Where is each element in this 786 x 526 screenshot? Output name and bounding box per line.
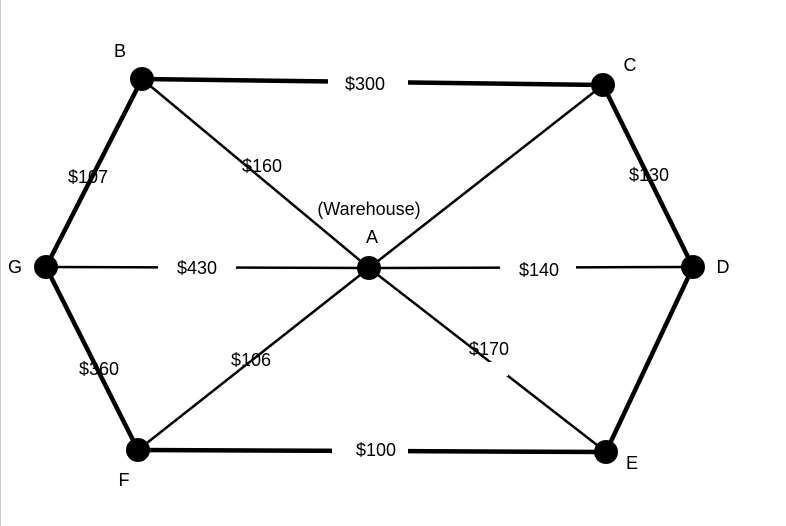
edge-cost-label: $160 bbox=[242, 156, 282, 176]
edge-label-gap bbox=[500, 256, 576, 278]
edges-layer bbox=[43, 74, 696, 462]
edge-f-a bbox=[137, 267, 370, 451]
node-label-e: E bbox=[626, 453, 638, 473]
node-label-d: D bbox=[717, 257, 730, 277]
edge-c-d bbox=[600, 84, 696, 268]
node-label-g: G bbox=[8, 257, 22, 277]
edge-cost-label: $100 bbox=[356, 440, 396, 460]
node-label-a: A bbox=[366, 227, 378, 247]
node-g bbox=[34, 255, 58, 279]
edge-cost-label: $170 bbox=[469, 339, 509, 359]
edge-a-e bbox=[368, 267, 607, 453]
node-label-f: F bbox=[119, 470, 130, 490]
node-b bbox=[130, 67, 154, 91]
node-a bbox=[357, 256, 381, 280]
labels-layer: $300 $107 $160 $130 $430 $140 $360 $106 $170 $100… bbox=[8, 41, 730, 490]
node-f bbox=[126, 438, 150, 462]
window-edge bbox=[0, 0, 1, 526]
edge-cost-label: $430 bbox=[177, 258, 217, 278]
edge-b-a bbox=[141, 78, 370, 269]
edge-label-gap bbox=[458, 362, 508, 376]
node-sublabel-a: (Warehouse) bbox=[317, 199, 420, 219]
node-c bbox=[591, 73, 615, 97]
edge-c-a bbox=[368, 84, 604, 269]
node-e bbox=[594, 440, 618, 464]
edge-label-gap bbox=[328, 74, 408, 96]
edge-cost-label: $106 bbox=[231, 350, 271, 370]
node-label-c: C bbox=[624, 55, 637, 75]
edge-cost-label: $107 bbox=[68, 167, 108, 187]
node-d bbox=[681, 255, 705, 279]
edge-label-gap bbox=[218, 178, 258, 188]
edge-label-gap bbox=[332, 440, 408, 462]
nodes-layer bbox=[34, 67, 705, 464]
edge-d-e bbox=[603, 266, 696, 453]
edge-cost-label: $360 bbox=[79, 359, 119, 379]
edge-cost-label: $130 bbox=[629, 165, 669, 185]
edge-label-gap bbox=[158, 256, 236, 278]
edge-g-f bbox=[43, 265, 141, 452]
edge-cost-label: $300 bbox=[345, 74, 385, 94]
node-label-b: B bbox=[114, 41, 126, 61]
edge-cost-label: $140 bbox=[519, 260, 559, 280]
edge-b-g bbox=[43, 77, 145, 269]
